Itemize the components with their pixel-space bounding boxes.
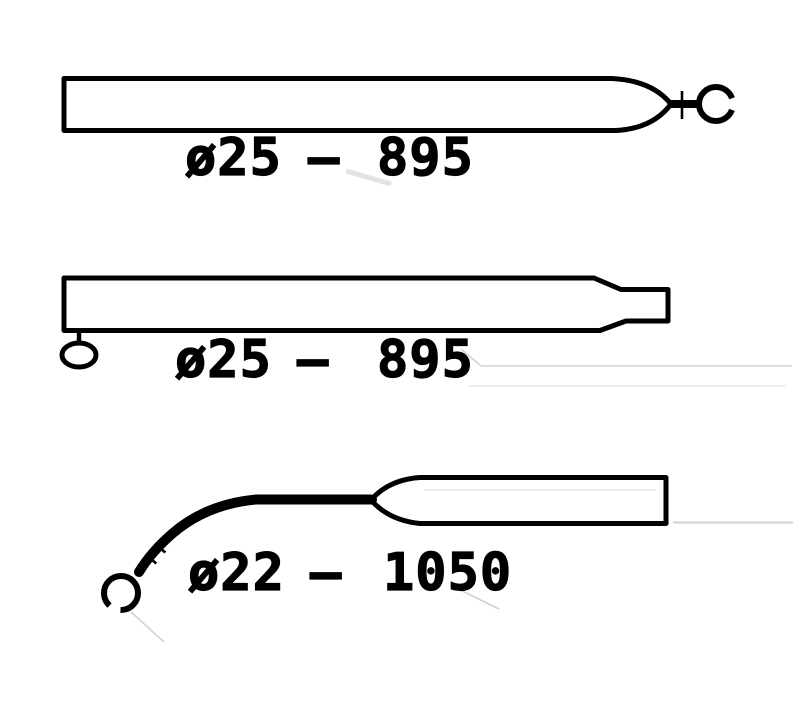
pole-1-body	[61, 76, 674, 133]
pole-straight-ring-end	[61, 76, 736, 133]
pole-3-ring-icon	[101, 573, 141, 613]
pole-3-tube-body	[368, 475, 669, 526]
artifact-line	[345, 168, 392, 187]
artifact-line	[130, 611, 165, 643]
scan-artifacts	[130, 168, 793, 643]
pole-bent-ring-end	[101, 475, 669, 613]
pole-2-eyelet-icon	[59, 340, 99, 370]
pole-2-body	[61, 275, 671, 333]
pole-3-tick-2	[153, 542, 167, 554]
pole-3-tick-1	[144, 553, 158, 565]
artifact-line	[460, 348, 792, 367]
pole-3-bent-rod	[134, 494, 377, 577]
pole-1-ring-icon	[696, 84, 736, 124]
artifact-line	[451, 585, 500, 610]
pole-stepped-eyelet-end	[59, 275, 671, 370]
